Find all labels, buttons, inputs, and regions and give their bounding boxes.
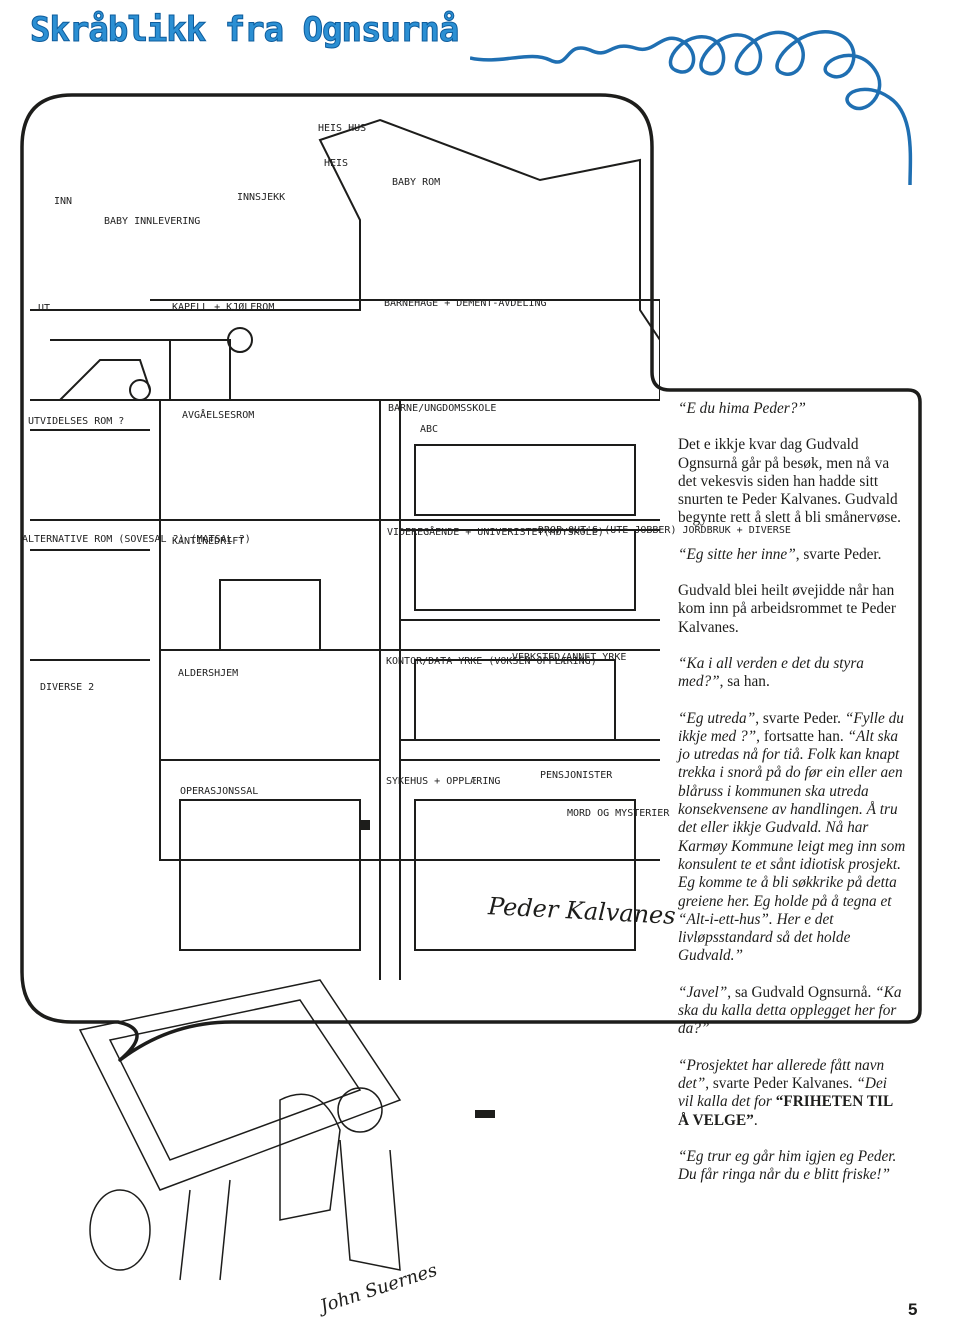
story-run: “Ka ska du kalla detta opplegget her for…	[678, 983, 902, 1038]
floor-label: BABY ROM	[392, 177, 441, 188]
squiggle-decoration	[470, 30, 913, 186]
floor-label: BARNEHAGE + DEMENT-AVDELING	[384, 298, 547, 309]
story-run: “Fylle du ikkje med ?”	[678, 709, 904, 745]
building-illustration	[30, 118, 660, 1281]
floor-label: DIVERSE 2	[40, 682, 95, 693]
floor-label: ABC	[420, 424, 439, 435]
page-number: 5	[908, 1300, 918, 1319]
story-paragraph: “Prosjektet har allerede fått navn det”,…	[678, 1057, 906, 1130]
floor-label: KONTOR/DATA YRKE (VOKSEN OPPLÆRING)	[386, 656, 597, 667]
floor-label: PENSJONISTER	[540, 770, 613, 781]
story-run: Det e ikkje kvar dag Gudvald Ognsurnå gå…	[678, 436, 902, 527]
story-run: “Prosjektet har allerede fått navn det”	[678, 1056, 885, 1092]
story-run: Gudvald blei heilt øvejidde når han kom …	[678, 582, 896, 636]
floor-label: UTVIDELSES ROM ?	[28, 416, 125, 427]
story-text: “E du hima Peder?” Det e ikkje kvar dag …	[678, 400, 906, 1202]
floor-label: MORD OG MYSTERIER	[567, 808, 670, 819]
floor-label: BARNE/UNGDOMSSKOLE	[388, 403, 497, 414]
floor-label: VERKSTED/ANNET YRKE	[512, 652, 627, 663]
story-run: “Eg utreda”	[678, 709, 756, 727]
story-run: “Alt ska jo utredas nå for tiå. Folk kan…	[678, 727, 906, 965]
floor-label: BABY INNLEVERING	[104, 216, 201, 227]
floor-label: KANTINEDRIFT	[172, 536, 245, 547]
story-run: “Javel”	[678, 983, 728, 1001]
story-run: “Eg sitte her inne”	[678, 545, 796, 563]
floor-label: HEIS	[324, 158, 349, 169]
story-paragraph: Det e ikkje kvar dag Gudvald Ognsurnå gå…	[678, 436, 906, 527]
story-paragraph: Gudvald blei heilt øvejidde når han kom …	[678, 582, 906, 637]
floor-label: INN	[54, 196, 73, 207]
story-run: “Eg trur eg går him igjen eg Peder. Du f…	[678, 1147, 897, 1184]
floor-label: ALDERSHJEM	[178, 668, 239, 679]
story-run: “FRIHETEN TIL Å VELGE”	[678, 1093, 893, 1129]
story-paragraph: “Ka i all verden e det du styra med?”, s…	[678, 655, 906, 692]
floor-label: KAPELL + KJØLEROM	[172, 302, 275, 313]
page-title: Skråblikk fra Ognsurnå	[29, 10, 459, 51]
floor-label: ALTERNATIVE ROM (SOVESAL ?) (MATSAL ?)	[22, 534, 251, 545]
story-paragraph: “Eg trur eg går him igjen eg Peder. Du f…	[678, 1148, 906, 1185]
story-paragraph: “E du hima Peder?”	[678, 400, 906, 418]
story-run: .	[753, 1111, 758, 1129]
story-run: , svarte Peder Kalvanes.	[705, 1074, 857, 1092]
floor-label: HEIS HUS	[318, 123, 367, 134]
story-run: , svarte Peder.	[795, 545, 882, 563]
floor-label: VIDEREGÅENDE + UNIVERISTET(HØYSKOLE)	[387, 527, 604, 538]
story-run: “E du hima Peder?”	[678, 400, 806, 417]
floor-label: DROP OUT'S (UTE JOBBER) JORDBRUK + DIVER…	[538, 525, 791, 536]
floor-label: INNSJEKK	[237, 192, 286, 203]
story-run: , fortsatte han.	[756, 727, 848, 745]
story-run: “Ka i all verden e det du styra med?”	[678, 654, 864, 691]
story-run: , sa Gudvald Ognsurnå.	[727, 983, 876, 1001]
story-run: “Dei vil kalla det for	[678, 1074, 888, 1111]
story-paragraph: “Javel”, sa Gudvald Ognsurnå. “Ka ska du…	[678, 984, 906, 1039]
story-paragraph: “Eg utreda”, svarte Peder. “Fylle du ikk…	[678, 710, 906, 966]
floor-label: UT	[38, 303, 51, 314]
story-run: , svarte Peder.	[755, 709, 845, 727]
story-paragraph: “Eg sitte her inne”, svarte Peder.	[678, 546, 906, 564]
floor-label: SYKEHUS + OPPLÆRING	[386, 776, 501, 787]
floor-label: OPERASJONSSAL	[180, 786, 259, 797]
story-run: , sa han.	[719, 673, 770, 691]
floor-label: AVGÅELSESROM	[182, 410, 255, 421]
